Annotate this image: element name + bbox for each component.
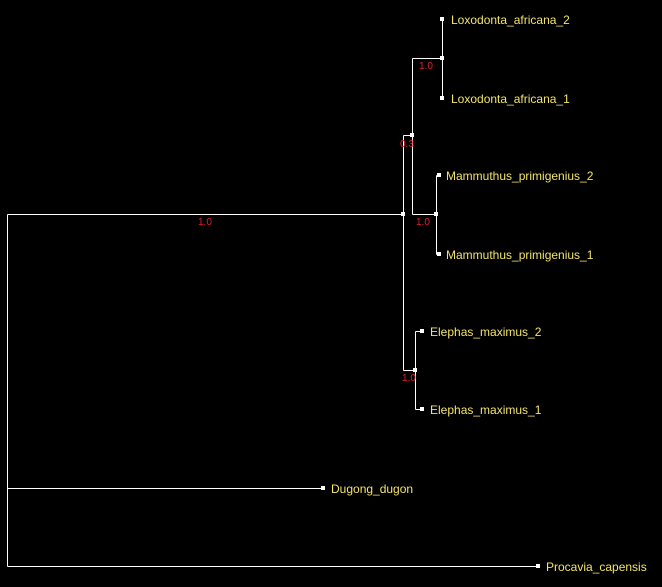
tip-node (420, 329, 424, 333)
tip-node (440, 17, 444, 21)
taxon-label-elephas-maximus-1: Elephas_maximus_1 (430, 403, 542, 417)
tip-node (536, 564, 540, 568)
taxon-label-dugong-dugon: Dugong_dugon (331, 482, 413, 496)
taxon-label-mammuthus-primigenius-2: Mammuthus_primigenius_2 (446, 169, 594, 183)
mammuthus-node (434, 212, 438, 216)
taxon-label-loxodonta-africana-2: Loxodonta_africana_2 (451, 13, 570, 27)
loxo-mammuthus-node (410, 133, 414, 137)
tip-node (321, 486, 325, 490)
taxon-label-loxodonta-africana-1: Loxodonta_africana_1 (451, 92, 570, 106)
tip-node (437, 252, 441, 256)
support-value-loxodonta-clade: 1.0 (419, 61, 433, 72)
elephas-node (413, 368, 417, 372)
loxodonta-node (440, 56, 444, 60)
elephantidae-node (401, 212, 405, 216)
tip-node (437, 173, 441, 177)
tip-node (440, 96, 444, 100)
taxon-label-elephas-maximus-2: Elephas_maximus_2 (430, 325, 542, 339)
support-value-mammuthus-clade: 1.0 (416, 217, 430, 228)
support-value-loxo-mammuthus-clade: 0.3 (400, 139, 414, 150)
support-value-elephas-clade: 1.0 (402, 373, 416, 384)
tip-node (420, 407, 424, 411)
taxon-label-procavia-capensis: Procavia_capensis (546, 560, 647, 574)
taxon-label-mammuthus-primigenius-1: Mammuthus_primigenius_1 (446, 248, 594, 262)
support-value-elephantidae-clade: 1.0 (198, 217, 212, 228)
